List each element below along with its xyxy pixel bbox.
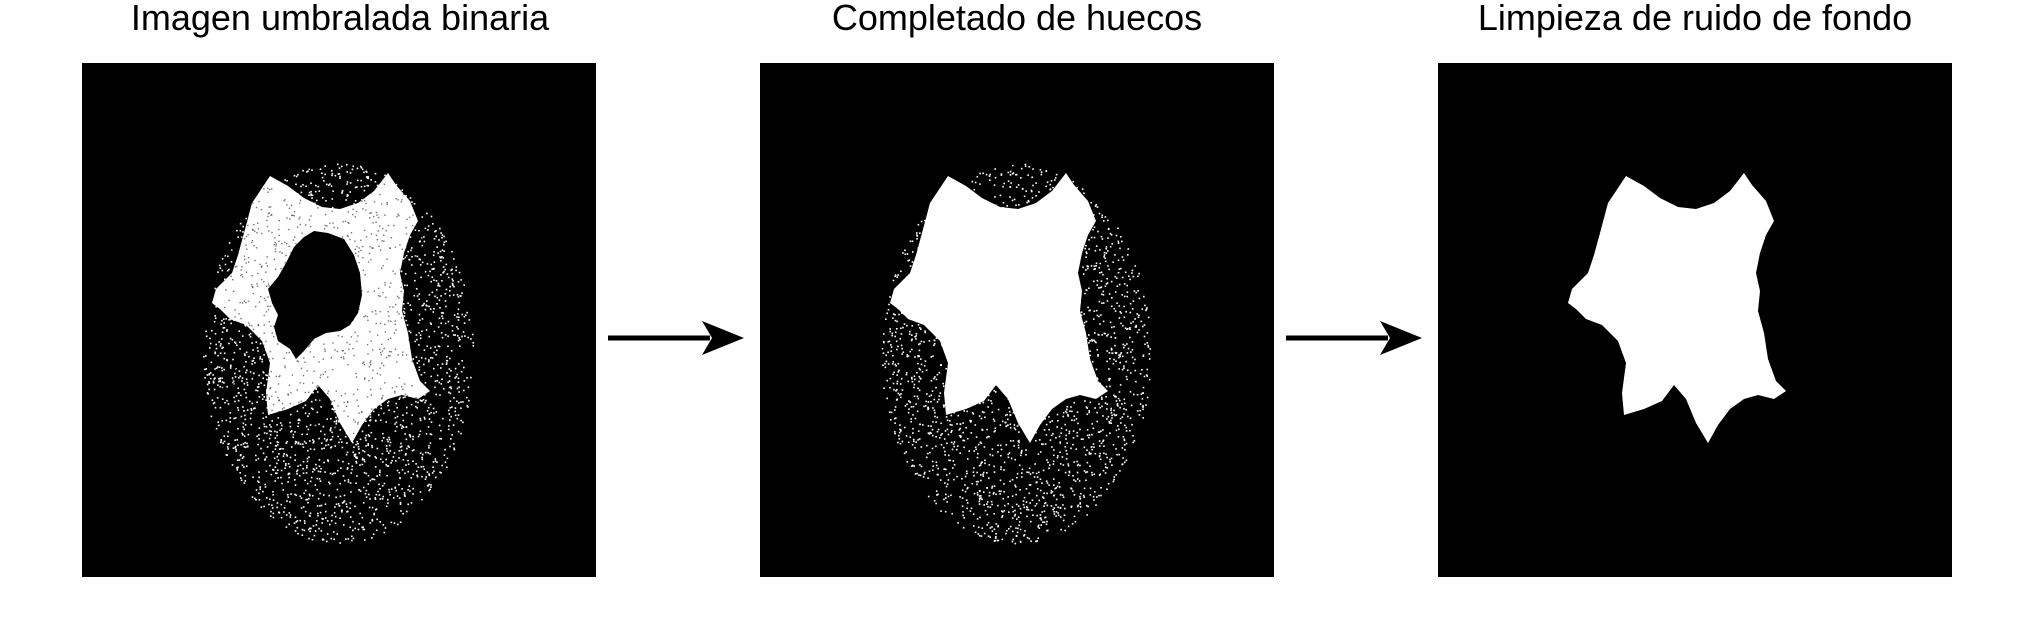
hole-filled-canvas [881, 163, 1152, 545]
internal-hole [268, 231, 362, 359]
background-noise-cleaned-image [1438, 63, 1952, 577]
hole-filled-image [760, 63, 1274, 577]
object-blob [1568, 173, 1786, 443]
panel-title-noise-cleanup: Limpieza de ruido de fondo [1477, 0, 1913, 38]
object-blob [890, 173, 1108, 443]
arrow-right-icon [1286, 321, 1422, 355]
panel-title-hole-fill: Completado de huecos [831, 0, 1203, 38]
panel-title-binary: Imagen umbralada binaria [130, 0, 550, 38]
binary-image-canvas [203, 163, 475, 544]
binary-thresholded-image [82, 63, 596, 577]
arrow-right-icon [608, 321, 744, 355]
noise-cleaned-canvas [1568, 173, 1786, 443]
